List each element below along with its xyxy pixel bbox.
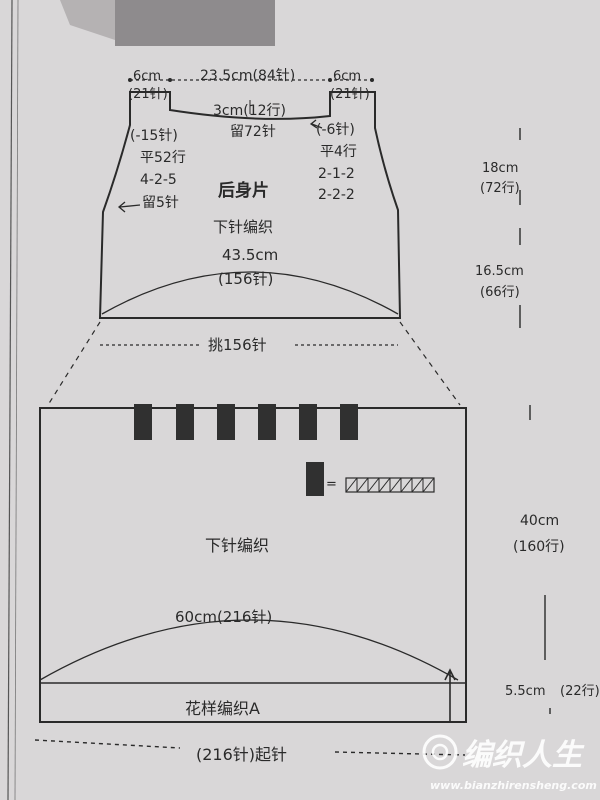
skirt-measure-arrow [444, 668, 456, 722]
pleat-block [258, 404, 276, 440]
watermark-url: www.bianzhirensheng.com [430, 779, 597, 792]
armhole-seq-label: 4-2-5 [140, 172, 177, 188]
dim-dot [168, 78, 172, 82]
watermark-logo-inner [431, 743, 449, 761]
border-rows: (22行) [560, 684, 600, 699]
shoulder-left-cm: 6cm [133, 69, 161, 84]
pleat-block [299, 404, 317, 440]
watermark: 编织人生 www.bianzhirensheng.com [422, 734, 597, 792]
pleat-legend: = [306, 462, 435, 496]
neck-seq1-label: 2-1-2 [318, 166, 355, 182]
pickup-label: 挑156针 [208, 336, 267, 354]
legend-chart-slashes [345, 477, 435, 493]
pleat-block [134, 404, 152, 440]
back-panel-stitch: 下针编织 [213, 218, 273, 236]
dim-dot [370, 78, 374, 82]
back-panel-outline [98, 91, 402, 319]
skirt-width-curve [39, 619, 459, 681]
photo-shadow [60, 0, 115, 40]
body-rows: (66行) [480, 285, 520, 300]
back-panel-width-sts: (156针) [218, 270, 273, 288]
cast-on-dim-line-right [334, 751, 466, 756]
skirt-cm: 40cm [520, 513, 559, 529]
body-cm: 16.5cm [475, 264, 524, 279]
page-binding-line [7, 0, 13, 800]
cast-on-label: (216针)起针 [196, 745, 287, 764]
back-panel-title: 后身片 [218, 180, 269, 201]
pleat-block [340, 404, 358, 440]
shoulder-right-sts: (21针) [330, 87, 370, 102]
neck-depth-label: 3cm(12行) [213, 103, 286, 119]
neck-dec-label: (-6针) [316, 122, 355, 138]
back-panel-width: 43.5cm [222, 246, 278, 264]
armhole-arrow-left [117, 201, 141, 213]
vertical-dimensions [519, 128, 551, 714]
legend-equals: = [326, 477, 337, 492]
guide-diagonal-left [47, 321, 101, 406]
watermark-logo-icon [422, 734, 458, 770]
skirt-width: 60cm(216针) [175, 608, 272, 626]
guide-diagonal-right [399, 321, 461, 406]
neck-width-label: 23.5cm(84针) [200, 68, 295, 84]
armhole-dec-label: (-15针) [130, 128, 178, 144]
pleat-blocks [134, 404, 358, 440]
armhole-rows-label: 平52行 [140, 150, 186, 166]
watermark-brand: 编织人生 [462, 738, 585, 773]
back-panel-bottom-curve [101, 271, 399, 315]
pleat-block [176, 404, 194, 440]
neck-seq2-label: 2-2-2 [318, 187, 355, 203]
neck-hold-label: 留72针 [230, 124, 276, 140]
skirt-border-label: 花样编织A [185, 699, 260, 718]
skirt-outline [39, 407, 467, 723]
armhole-hold-label: 留5针 [142, 195, 179, 211]
armhole-cm: 18cm [482, 161, 518, 176]
neck-rows-label: 平4行 [320, 144, 357, 160]
shoulder-left-sts: (21针) [128, 87, 168, 102]
page-binding-line-2 [14, 0, 19, 800]
pleat-block [217, 404, 235, 440]
photo-corner [115, 0, 275, 46]
cast-on-dim-line-left [34, 739, 181, 749]
dim-dot [128, 78, 132, 82]
legend-block-icon [306, 462, 324, 496]
shoulder-right-cm: 6cm [333, 69, 361, 84]
skirt-rows: (160行) [513, 539, 565, 555]
armhole-rows: (72行) [480, 181, 520, 196]
skirt-stitch: 下针编织 [205, 536, 269, 555]
border-cm: 5.5cm [505, 684, 546, 699]
neck-arrow-right [309, 119, 323, 129]
dim-dot [328, 78, 332, 82]
